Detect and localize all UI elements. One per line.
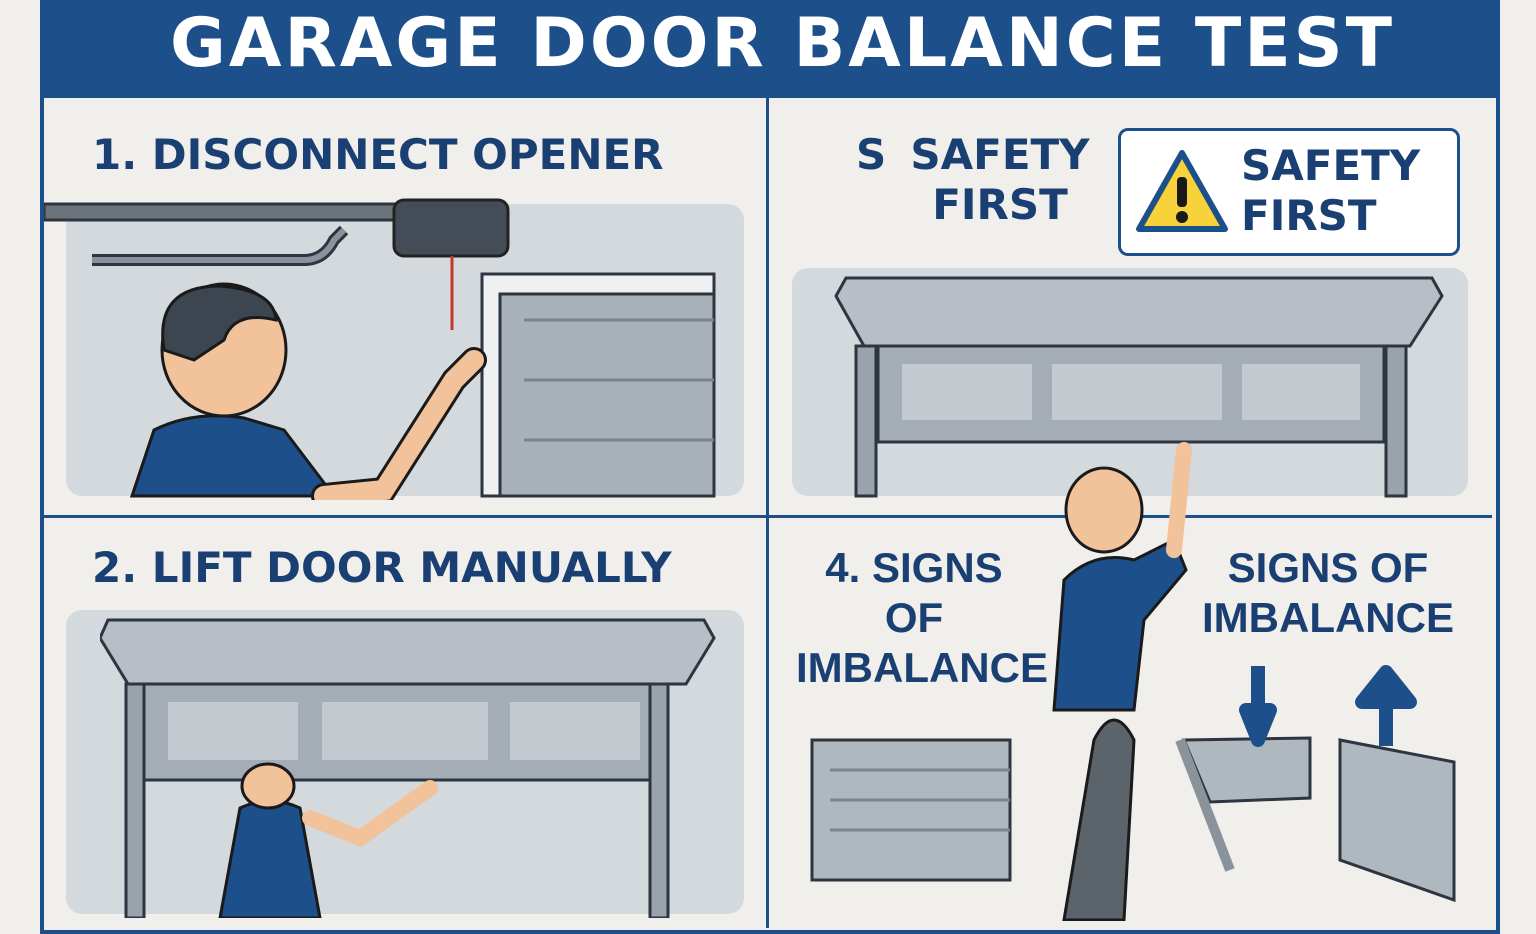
- safety-first-badge: SAFETY FIRST: [1118, 128, 1460, 256]
- divider-vertical: [766, 98, 769, 928]
- panel-safety-prefix: S: [856, 130, 887, 179]
- opener-illustration: [44, 198, 716, 500]
- divider-horizontal: [44, 515, 1492, 518]
- panel-4-side-label: SIGNS OF IMBALANCE: [1202, 544, 1454, 641]
- lift-door-illustration: [100, 618, 716, 918]
- safety-badge-text: SAFETY FIRST: [1241, 141, 1421, 240]
- header-bar: [40, 0, 1496, 98]
- panel-4-title: 4. SIGNS OF IMBALANCE: [796, 544, 1048, 691]
- panel-safety-title: SAFETY FIRST: [910, 130, 1090, 229]
- panel-1-title: 1. DISCONNECT OPENER: [92, 130, 664, 179]
- warning-icon: [1136, 150, 1228, 232]
- imbalance-illustration: [810, 442, 1456, 921]
- garage-door-illustration: [834, 276, 1444, 498]
- page-title: GARAGE DOOR BALANCE TEST: [170, 4, 1396, 83]
- panel-2-title: 2. LIFT DOOR MANUALLY: [92, 543, 672, 592]
